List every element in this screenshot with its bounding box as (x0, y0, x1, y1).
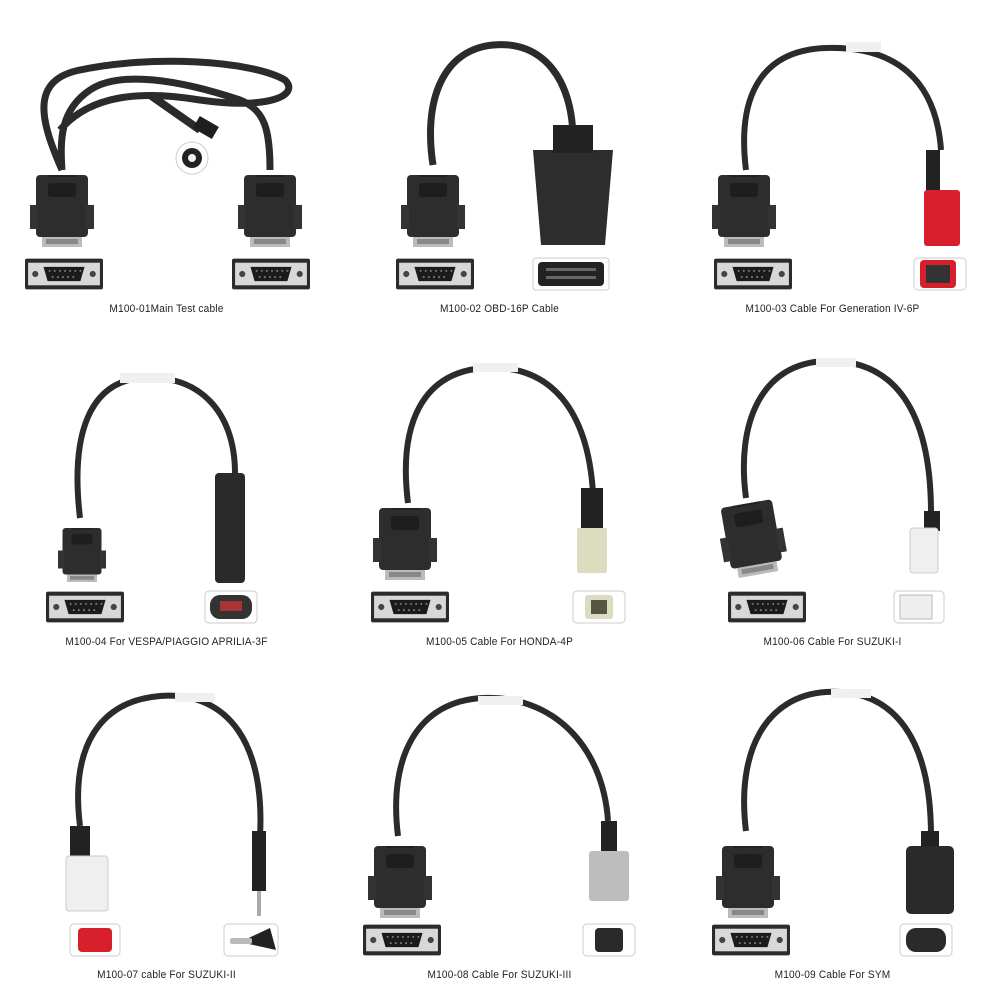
product-caption: M100-05 Cable For HONDA-4P (425, 636, 574, 648)
product-caption: M100-07 cable For SUZUKI-II (97, 969, 236, 981)
product-m100-07: M100-07 cable For SUZUKI-II (0, 666, 333, 999)
product-caption: M100-06 Cable For SUZUKI-I (763, 636, 902, 648)
suzuki-iii-cable-image (363, 694, 636, 957)
product-caption: M100-02 OBD-16P Cable (440, 303, 559, 315)
product-m100-02: M100-02 OBD-16P Cable (333, 0, 666, 333)
vespa-piaggio-aprilia-3f-cable-image (46, 373, 258, 624)
product-m100-03: M100-03 Cable For Generation IV-6P (666, 0, 999, 333)
product-m100-06: M100-06 Cable For SUZUKI-I (666, 333, 999, 666)
main-test-cable-image (25, 57, 310, 290)
product-m100-05: M100-05 Cable For HONDA-4P (333, 333, 666, 666)
product-caption: M100-09 Cable For SYM (774, 969, 891, 981)
obd-16p-cable-image (396, 41, 613, 291)
product-caption: M100-08 Cable For SUZUKI-III (427, 969, 572, 981)
product-caption: M100-04 For VESPA/PIAGGIO APRILIA-3F (65, 636, 268, 648)
product-m100-09: M100-09 Cable For SYM (666, 666, 999, 999)
product-m100-04: M100-04 For VESPA/PIAGGIO APRILIA-3F (0, 333, 333, 666)
product-caption: M100-01Main Test cable (109, 303, 224, 315)
sym-cable-image (712, 688, 954, 957)
suzuki-ii-cable-image (65, 692, 279, 957)
product-m100-01: M100-01Main Test cable (0, 0, 333, 333)
product-caption: M100-03 Cable For Generation IV-6P (745, 303, 920, 315)
generation-iv-6p-cable-image (712, 42, 967, 291)
honda-4p-cable-image (371, 363, 626, 624)
suzuki-i-cable-image (714, 357, 945, 624)
product-m100-08: M100-08 Cable For SUZUKI-III (333, 666, 666, 999)
